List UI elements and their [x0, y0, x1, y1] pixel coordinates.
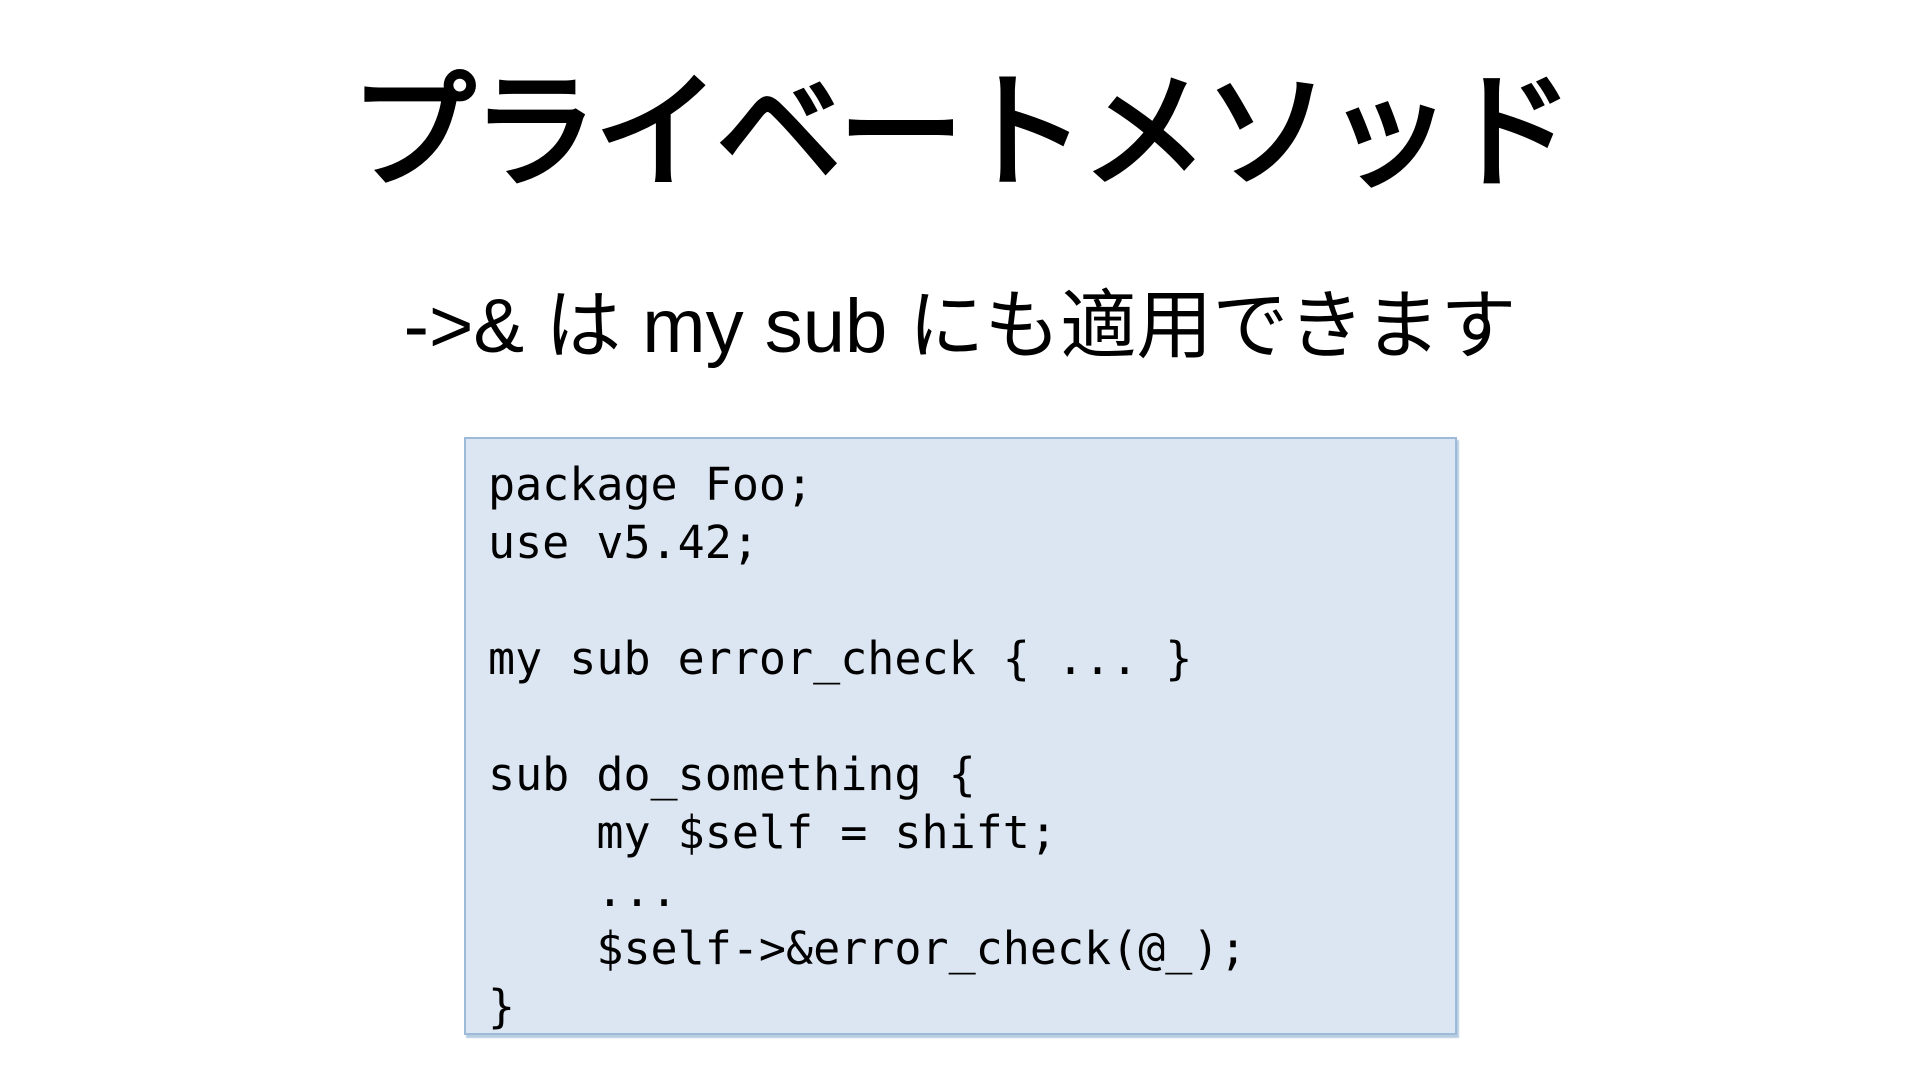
code-line: ... [488, 864, 678, 917]
code-line: sub do_something { [488, 748, 976, 801]
code-line: $self->&error_check(@_); [488, 922, 1247, 975]
code-line [488, 688, 1431, 746]
code-line: package Foo; [488, 458, 814, 511]
code-line: } [488, 980, 516, 1033]
code-line [488, 572, 1431, 630]
slide-subtitle: ->& は my sub にも適用できます [403, 284, 1517, 369]
code-line: my $self = shift; [488, 806, 1057, 859]
slide-title: プライベートメソッド [350, 62, 1574, 203]
code-line: use v5.42; [488, 516, 759, 569]
code-panel: package Foo; use v5.42; my sub error_che… [464, 437, 1457, 1035]
code-line: my sub error_check { ... } [488, 632, 1193, 685]
